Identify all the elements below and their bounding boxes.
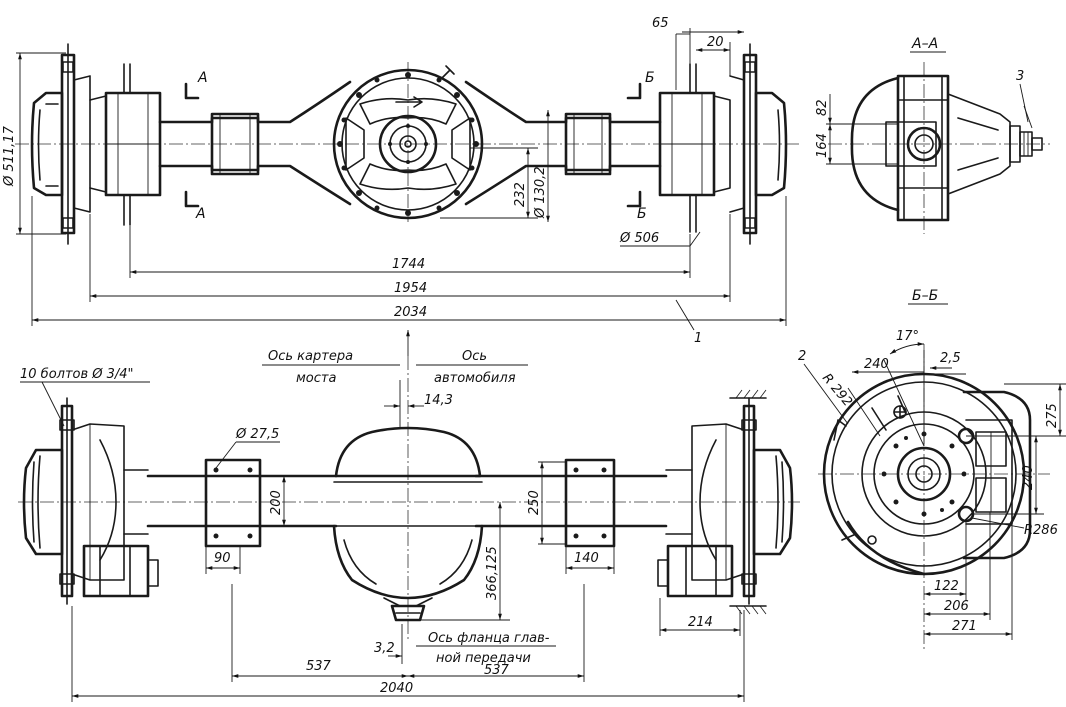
axle-housing-axis-label-2: моста (296, 371, 336, 386)
callout-2: 2 (798, 349, 806, 364)
dim-506: Ø 506 (619, 231, 659, 246)
dim-20: 20 (707, 35, 724, 50)
top-view-dimensions: Ø 511,17 65 20 232 Ø 130,2 Ø 506 1744 (2, 16, 787, 346)
dim-14-3: 14,3 (424, 393, 453, 408)
callout-3: 3 (1016, 69, 1024, 84)
vehicle-axis-label-2: автомобиля (434, 371, 516, 386)
dim-511-17: Ø 511,17 (2, 125, 17, 187)
bolts-note: 10 болтов Ø 3/4" (20, 367, 134, 382)
dim-2040: 2040 (380, 681, 413, 696)
right-hub-top (658, 43, 788, 245)
dim-3-2: 3,2 (374, 641, 395, 656)
left-hub-top (30, 43, 162, 245)
front-view-annotations: 10 болтов Ø 3/4" Ось картера моста Ось а… (20, 349, 745, 702)
section-cut-markers: А А Б Б (184, 70, 655, 222)
dim-130-2: Ø 130,2 (533, 166, 548, 219)
dim-140: 140 (574, 551, 599, 566)
dim-206: 206 (944, 599, 969, 614)
final-drive-flange-axis-label-1: Ось фланца глав- (428, 631, 550, 646)
dim-2-5: 2,5 (940, 351, 961, 366)
cut-a-bottom-label: А (195, 206, 206, 222)
dim-271: 271 (952, 619, 977, 634)
cut-a-top-label: А (197, 70, 208, 86)
left-hub-front (22, 397, 159, 605)
section-bb-view: Б–Б 17° (798, 288, 1066, 650)
dim-1954: 1954 (394, 281, 427, 296)
dim-r-286: R286 (1024, 523, 1058, 538)
dim-240-right: 240 (1021, 465, 1036, 490)
section-aa-view: А–А 3 82 164 (815, 36, 1050, 234)
section-aa-title: А–А (911, 36, 938, 52)
callout-1: 1 (694, 331, 702, 346)
dim-214: 214 (688, 615, 713, 630)
dim-122: 122 (934, 579, 959, 594)
dim-65: 65 (652, 16, 669, 31)
section-bb-title: Б–Б (912, 288, 938, 304)
cut-b-top-label: Б (645, 70, 655, 86)
dim-164: 164 (815, 133, 830, 158)
cut-b-bottom-label: Б (637, 206, 647, 222)
dim-90: 90 (214, 551, 231, 566)
dim-232: 232 (513, 182, 528, 207)
right-hub-front (657, 389, 794, 615)
dim-82: 82 (815, 99, 830, 116)
dim-366-125: 366,125 (485, 546, 500, 600)
axle-housing-axis-label-1: Ось картера (268, 349, 353, 364)
top-view: А А Б Б Ø 511,17 65 20 232 Ø 130,2 (2, 16, 800, 346)
dim-17deg: 17° (896, 329, 919, 344)
dim-1744: 1744 (392, 257, 425, 272)
dim-2034: 2034 (394, 305, 427, 320)
dim-537-right: 537 (484, 663, 510, 678)
dim-240-top: 240 (864, 357, 889, 372)
final-drive-flange-axis-label-2: ной передачи (436, 651, 531, 666)
vehicle-axis-label-1: Ось (462, 349, 487, 364)
axle-housing-top (158, 65, 662, 220)
dim-27-5: Ø 27,5 (235, 427, 279, 442)
dim-200: 200 (269, 490, 284, 515)
dim-275: 275 (1045, 403, 1060, 428)
dim-537-left: 537 (306, 659, 332, 674)
front-view: 10 болтов Ø 3/4" Ось картера моста Ось а… (18, 330, 800, 702)
dim-250: 250 (527, 490, 542, 515)
